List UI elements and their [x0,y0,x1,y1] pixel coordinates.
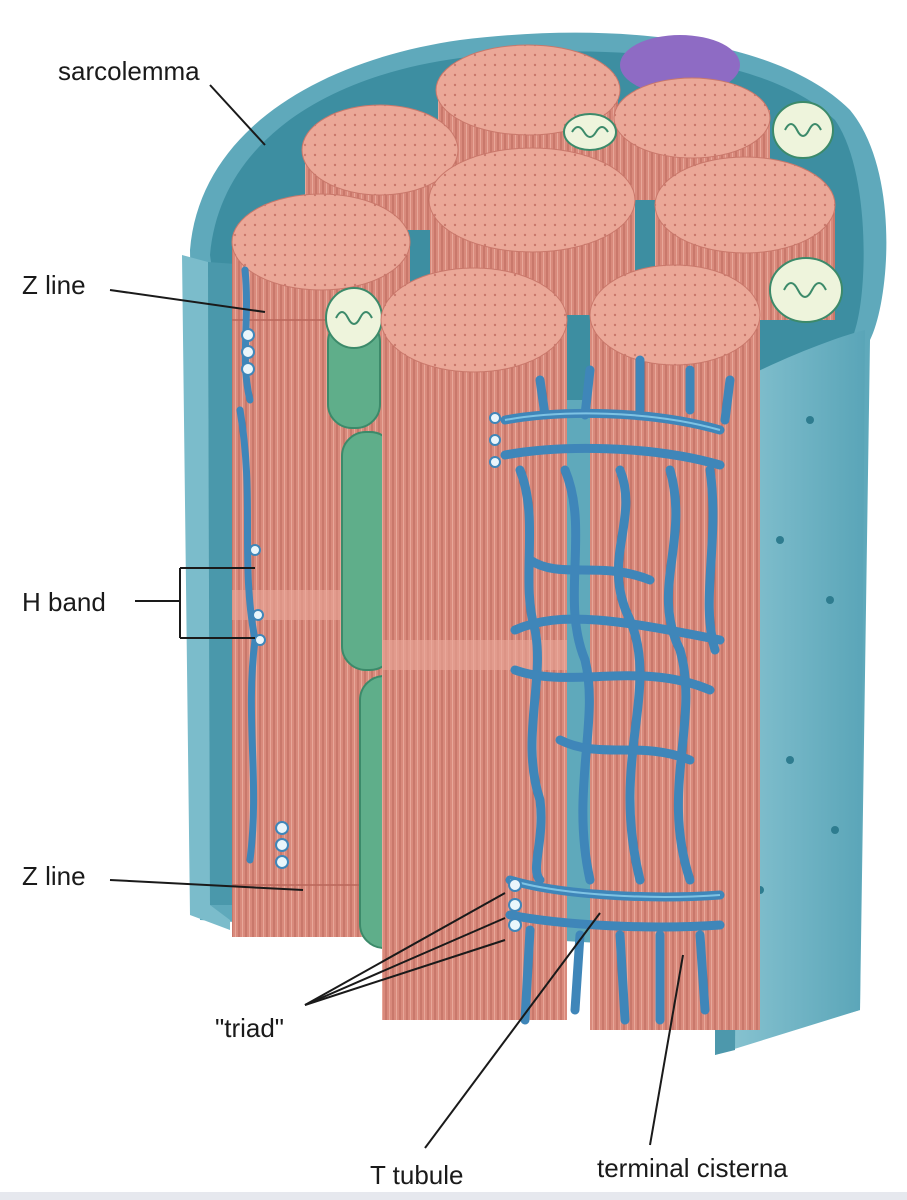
label-terminal-cisterna: terminal cisterna [597,1153,788,1183]
mitochondria-tops [563,101,843,323]
sarcoplasmic-reticulum-highlight [504,412,721,898]
label-h-band: H band [22,587,106,617]
label-t-tubule: T tubule [370,1160,464,1190]
label-triad: "triad" [215,1013,285,1043]
myofibril-back-row [301,44,836,320]
label-sarcolemma: sarcolemma [58,56,200,86]
leader-lines [109,84,684,1149]
label-z-line-bottom: Z line [22,861,86,891]
t-tubule-openings [241,328,522,932]
bottom-strip [0,1192,907,1200]
label-z-line-top: Z line [22,270,86,300]
